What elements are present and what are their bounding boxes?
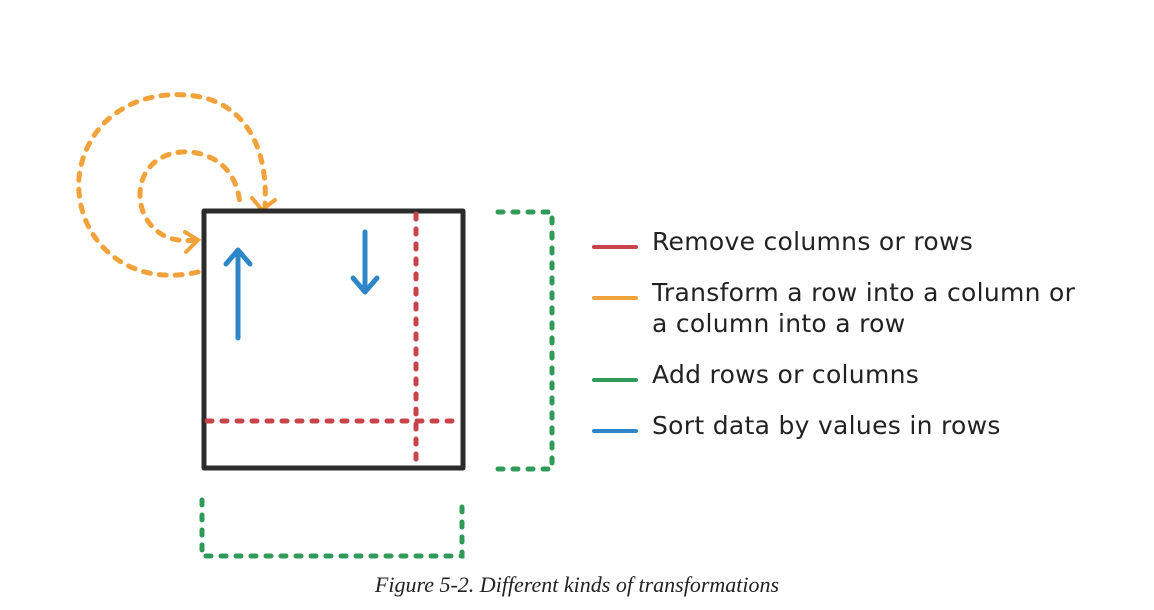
legend-item-transform: Transform a row into a column or a colum… (592, 277, 1132, 339)
legend: Remove columns or rows Transform a row i… (592, 226, 1132, 461)
grid-square (201, 208, 466, 471)
add-column-bracket (495, 209, 555, 472)
add-row-bracket (199, 497, 465, 559)
legend-swatch-add (592, 378, 638, 382)
sort-arrows (223, 229, 380, 341)
transform-outer-arc (76, 92, 268, 278)
legend-item-add: Add rows or columns (592, 359, 1132, 390)
legend-label-add: Add rows or columns (652, 360, 920, 389)
arrow-up-icon (223, 247, 253, 267)
transform-inner-arc (137, 149, 243, 244)
legend-swatch-sort (592, 429, 638, 433)
add-brackets (199, 209, 555, 559)
transform-arrowhead-inner (183, 230, 202, 254)
remove-lines (204, 211, 464, 469)
legend-label-sort: Sort data by values in rows (652, 411, 1001, 440)
legend-item-remove: Remove columns or rows (592, 226, 1132, 257)
legend-label-remove: Remove columns or rows (652, 227, 974, 256)
arrow-down-icon (350, 275, 380, 295)
transform-arrows (76, 92, 268, 278)
legend-item-sort: Sort data by values in rows (592, 410, 1132, 441)
figure-caption: Figure 5-2. Different kinds of transform… (374, 572, 780, 597)
transform-arrowheads (183, 196, 277, 254)
legend-swatch-transform (592, 296, 638, 300)
legend-label-transform: Transform a row into a column or a colum… (652, 278, 1076, 338)
legend-swatch-remove (592, 245, 638, 249)
